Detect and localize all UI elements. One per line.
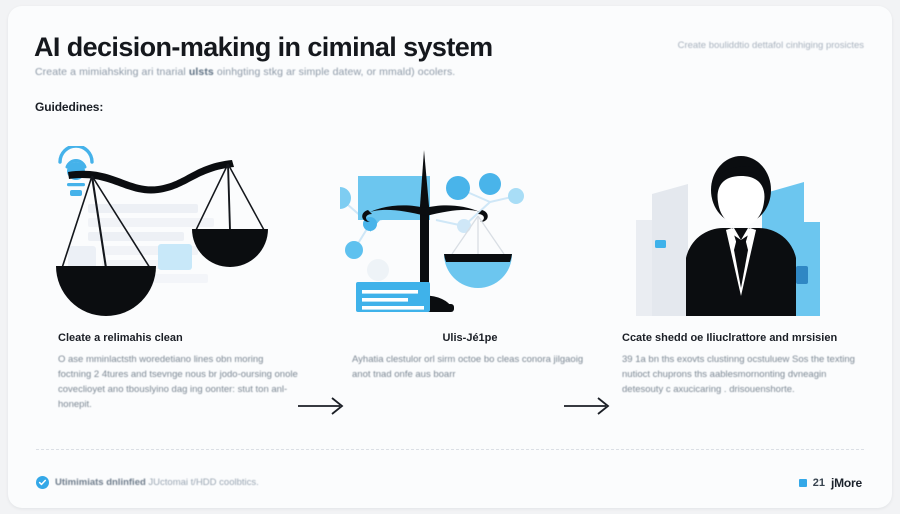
footer-left: Utimimiats dnlinfied JUctomai t/HDD cool…: [36, 476, 259, 489]
guideline-caption-body: O ase mminlactsth woredetiano lines obn …: [58, 354, 298, 410]
page-title: AI decision-making in ciminal system: [34, 32, 493, 62]
balanced-scales-network-svg: [340, 150, 524, 312]
guideline-caption-title: Ulis-Jé1pe: [442, 332, 498, 344]
page-subtitle-post: oinhgting stkg ar simple datew, or mmald…: [213, 66, 456, 78]
person-buildings-svg: [636, 156, 820, 316]
page-subtitle-pre: Create a mimiahsking ari tnarial: [35, 66, 189, 78]
arrow-step-2-to-3: [562, 394, 614, 418]
person-silhouette: [686, 156, 796, 316]
footer-note-rest: JUctomai t/HDD coolbtics.: [145, 477, 259, 488]
guideline-column-2: Ulis-Jé1pe Ayhatia clestulor orl sirm oc…: [340, 146, 592, 436]
guideline-caption-title: Cleate a relimahis clean: [58, 332, 183, 344]
guidelines-columns: Cleate a relimahis clean O ase mminlacts…: [8, 146, 892, 436]
guideline-caption-body: Ayhatia clestulor orl sirm octoe bo clea…: [352, 354, 584, 380]
guideline-caption-body: 39 1a bn ths exovts clustinng ocstuluew …: [622, 354, 855, 395]
footer-right: 21 jMore: [798, 476, 862, 490]
header-note: Create bouliddtio dettafol cinhiging pro…: [677, 40, 864, 51]
balanced-scales-network-illustration: [340, 146, 592, 316]
scales-of-justice: [56, 160, 268, 316]
footer-note: Utimimiats dnlinfied JUctomai t/HDD cool…: [55, 477, 259, 488]
page-subtitle: Create a mimiahsking ari tnarial ulsts o…: [35, 66, 455, 78]
arrow-right-icon: [564, 397, 610, 415]
unbalanced-scales-illustration: [46, 146, 298, 316]
slide-card: AI decision-making in ciminal system Cre…: [8, 6, 892, 508]
footer-count: 21: [812, 477, 825, 489]
guideline-column-1: Cleate a relimahis clean O ase mminlacts…: [46, 146, 298, 436]
guideline-caption-title: Ccate shedd oe Iliuclrattore and mrsisie…: [622, 332, 838, 344]
ui-card-shape: [356, 282, 430, 312]
person-buildings-illustration: [614, 146, 866, 316]
footer-divider: [36, 449, 864, 450]
page-subtitle-emphasis: ulsts: [188, 66, 214, 78]
unbalanced-scales-svg: [56, 146, 268, 316]
arrow-right-icon: [298, 397, 344, 415]
check-circle-icon: [36, 476, 49, 489]
building-gray: [636, 184, 688, 316]
guidelines-section-label: Guidedines:: [35, 100, 104, 114]
footer-brand: jMore: [830, 476, 862, 490]
footer-note-emphasis: Utimimiats dnlinfied: [55, 477, 146, 488]
speech-panel-shape: [358, 176, 430, 232]
square-dot-icon: [798, 479, 807, 487]
arrow-step-1-to-2: [296, 394, 348, 418]
network-nodes: [340, 173, 524, 281]
guideline-column-3: Ccate shedd oe Iliuclrattore and mrsisie…: [614, 146, 866, 436]
